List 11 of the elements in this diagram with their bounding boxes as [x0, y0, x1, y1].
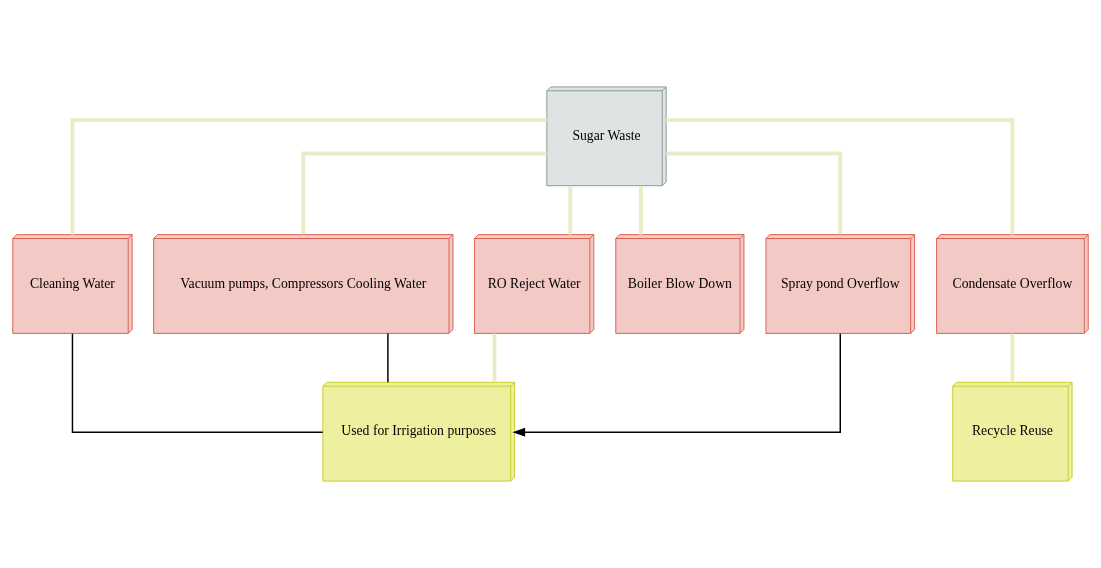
connector — [301, 151, 547, 235]
arrow — [512, 333, 841, 437]
connector — [492, 333, 497, 383]
connector — [568, 185, 573, 235]
connector — [1010, 333, 1015, 383]
connector — [70, 118, 547, 235]
connector — [666, 118, 1015, 235]
connector — [666, 151, 843, 235]
connector — [71, 333, 324, 433]
connector — [387, 332, 389, 383]
connector — [639, 185, 643, 235]
